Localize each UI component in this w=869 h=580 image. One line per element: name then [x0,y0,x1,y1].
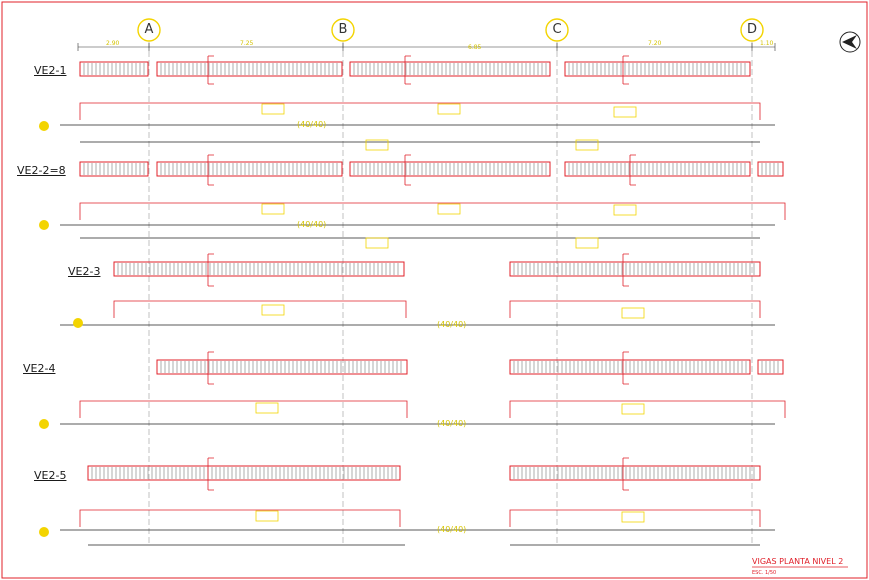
section-badge: (40/40) [437,320,466,329]
dimension-label: 1.10 [760,40,774,47]
beam-row-2 [39,139,786,239]
section-badge: (40/40) [437,525,466,534]
beam-row-3 [60,237,775,328]
dimension-label: 6.85 [468,44,482,51]
dimension-label: 7.20 [648,40,662,47]
dimension-label: 7.25 [240,40,254,47]
drawing-title: VIGAS PLANTA NIVEL 2 [752,557,844,566]
orientation-symbol-icon [839,31,861,53]
beam-label-ve2-5: VE2-5 [34,469,67,482]
beam-row-4 [39,351,786,429]
grid-axis-c: C [552,22,562,37]
grid-circle-c [545,18,569,42]
grid-lines [148,42,753,545]
beam-row-1 [39,55,775,143]
grid-circle-d [740,18,764,42]
grid-axis-a: A [144,22,154,37]
dimension-label: 2.90 [106,40,120,47]
beam-label-ve2-1: VE2-1 [34,64,67,77]
grid-axis-d: D [746,22,757,37]
section-badge: (40/40) [297,220,326,229]
section-badge: (40/40) [437,419,466,428]
beam-label-ve2-4: VE2-4 [23,362,56,375]
section-cut-markers [207,55,629,85]
section-badge: (40/40) [297,120,326,129]
beam-label-ve2-3: VE2-3 [68,265,101,278]
rebar-hatch [79,61,751,77]
grid-circles [137,18,764,42]
grid-axis-b: B [338,22,348,37]
rebar-stirrups [83,63,746,75]
beam-row-5 [39,457,775,546]
rebar-schedule-lines [79,102,761,120]
grid-circle-b [331,18,355,42]
drawing-scale: ESC. 1/50 [752,570,777,576]
beam-label-ve2-2: VE2-2=8 [17,164,66,177]
grid-circle-a [137,18,161,42]
top-dimension-line [77,43,776,51]
